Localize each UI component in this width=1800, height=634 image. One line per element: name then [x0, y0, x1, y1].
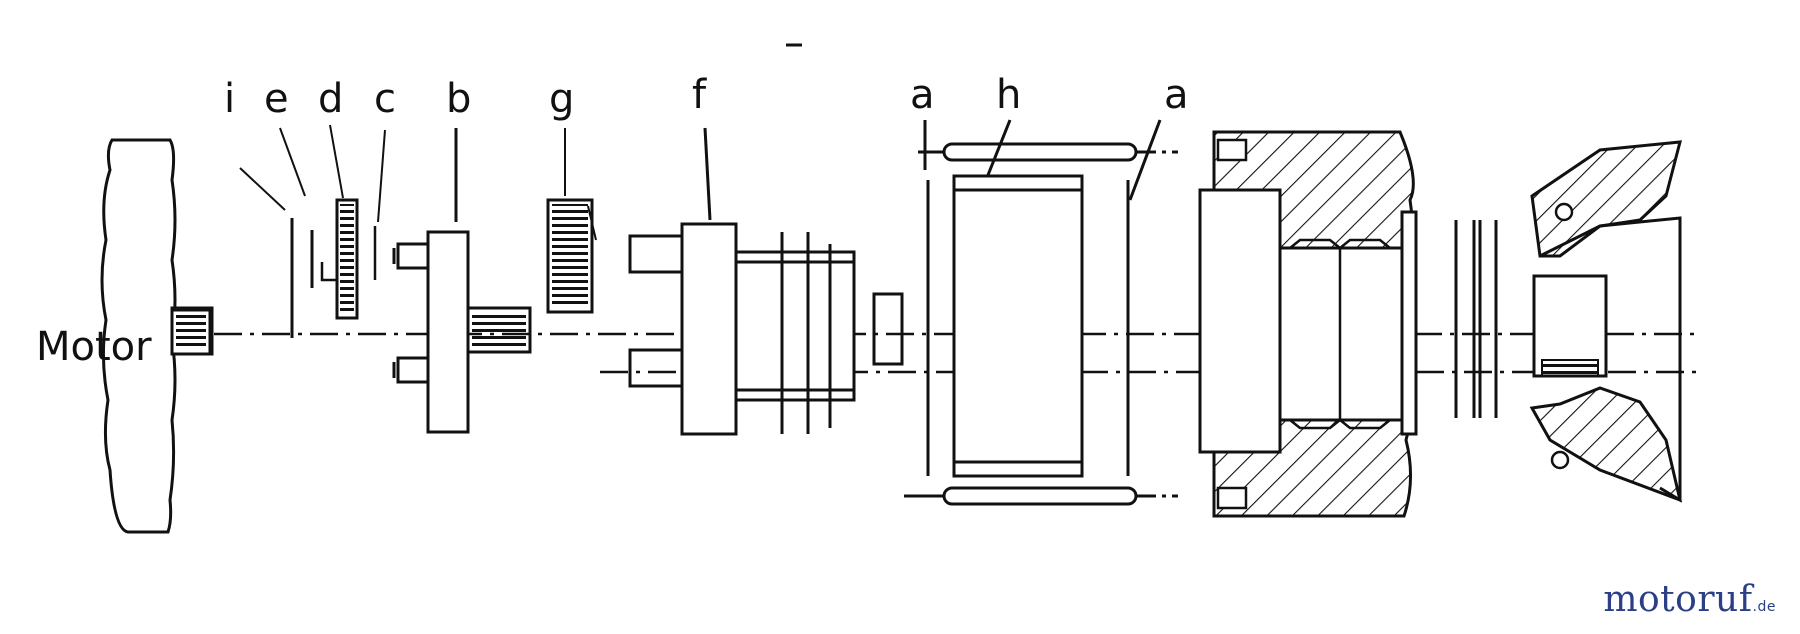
label-i: i: [224, 76, 235, 122]
right-rings: [1454, 220, 1498, 418]
label-f: f: [692, 72, 707, 118]
label-e: e: [264, 76, 289, 122]
label-c: c: [374, 76, 396, 122]
watermark-suffix: .de: [1752, 599, 1776, 615]
pins: [904, 142, 1178, 506]
label-d: d: [318, 76, 343, 122]
label-h: h: [996, 72, 1021, 118]
output-housing: [1529, 140, 1683, 503]
label-a-right: a: [1164, 72, 1189, 118]
part-b-planet-carrier: [392, 128, 532, 434]
watermark-name: motoruf: [1603, 579, 1753, 620]
motor-pinion: [170, 308, 212, 356]
part-f-shaft-assembly: [628, 127, 904, 436]
part-g-gear: [546, 128, 597, 314]
part-h-ring-gear: [952, 119, 1084, 478]
leader-lines-left: [239, 124, 386, 223]
label-motor: Motor: [36, 324, 152, 370]
part-d-gear: [320, 198, 359, 320]
watermark-logo: motoruf.de: [1603, 579, 1776, 620]
label-a-left: a: [910, 72, 935, 118]
part-a-right-ring: [1126, 119, 1162, 476]
gearbox-housing-section: [1198, 130, 1418, 518]
label-b: b: [446, 76, 471, 122]
part-a-left-ring: [923, 120, 930, 476]
label-g: g: [549, 76, 574, 122]
